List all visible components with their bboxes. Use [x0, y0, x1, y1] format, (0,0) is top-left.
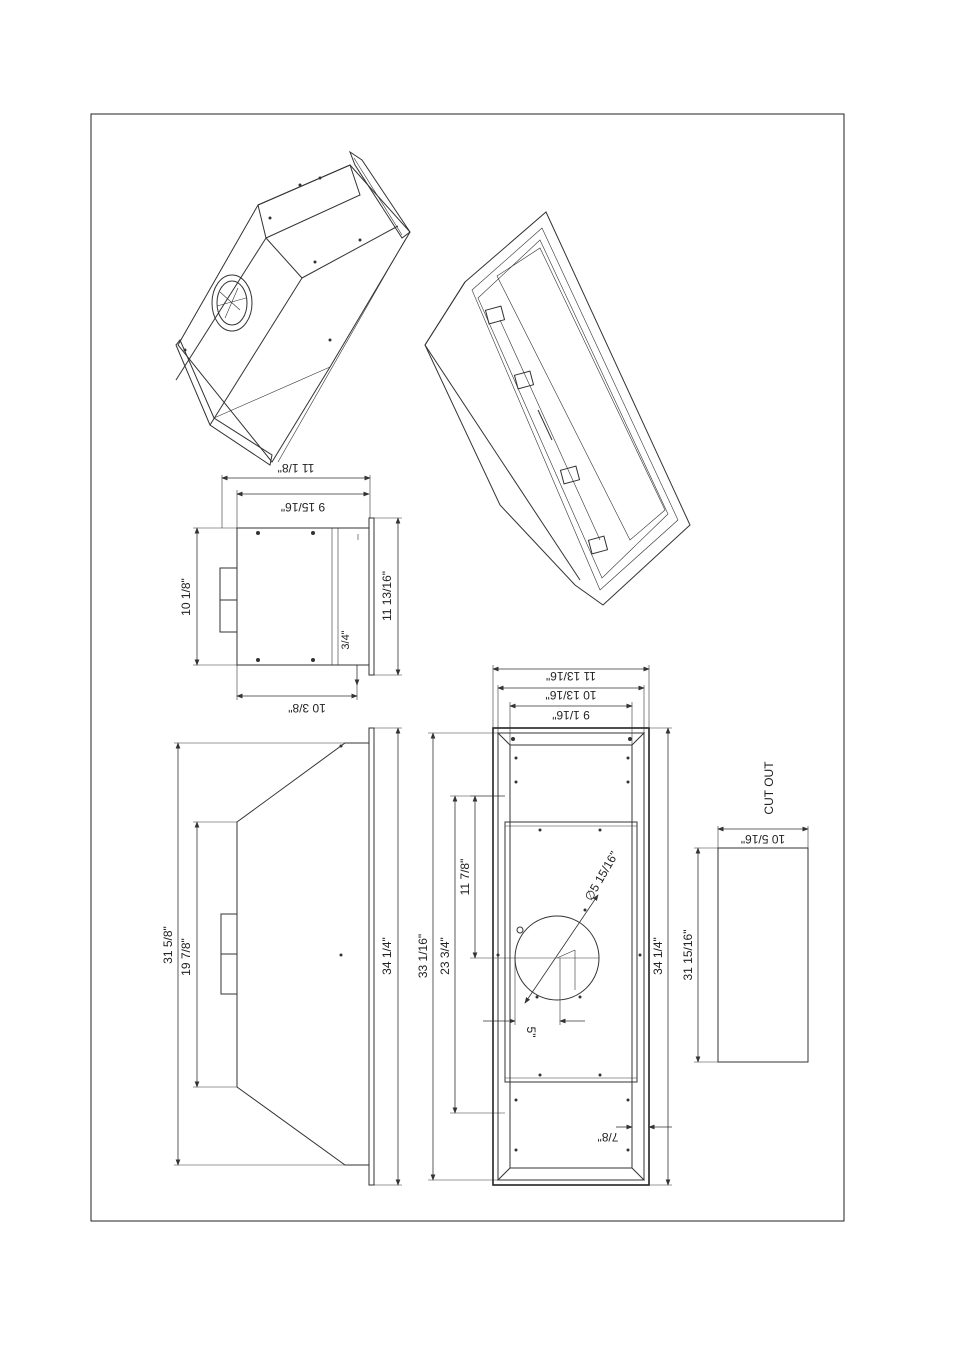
front-view-underside: 11 13/16" 10 13/16" 9 1/16" 33 1/16" 23 …: [416, 665, 672, 1186]
side-view-end: 11 1/8" 9 15/16" 10 1/8" 11 13/16" 3/4" …: [179, 461, 402, 715]
label-cutout-length: 31 15/16": [681, 930, 695, 981]
label-slope-length: 19 7/8": [179, 938, 193, 976]
isometric-view-fan-side: [175, 150, 411, 466]
label-flange-depth: 3/4": [340, 630, 352, 649]
label-front-length-inner: 33 1/16": [416, 934, 430, 978]
label-hood-inner-width: 9 15/16": [281, 500, 325, 514]
label-frame-margin: 7/8": [598, 1130, 619, 1144]
label-total-length-front: 34 1/4": [651, 937, 665, 975]
label-hood-side-height: 11 13/16": [380, 571, 394, 621]
label-duct-diameter: ∅5 15/16": [582, 849, 621, 903]
label-cutout-width: 10 5/16": [741, 832, 785, 846]
label-front-length-mid: 23 3/4": [438, 937, 452, 975]
label-hood-height: 10 1/8": [179, 578, 193, 616]
label-hood-width: 11 1/8": [278, 461, 315, 475]
label-duct-setback: 5": [524, 1027, 538, 1038]
isometric-view-underside: [424, 211, 691, 606]
label-front-width-inner: 9 1/16": [552, 708, 590, 722]
label-duct-offset: 11 7/8": [458, 859, 472, 896]
cutout-template: 10 5/16" CUT OUT 31 15/16": [681, 761, 809, 1063]
label-side-width: 10 3/8": [288, 701, 326, 715]
label-front-width-outer: 11 13/16": [546, 669, 596, 683]
side-view-long: 31 5/8" 19 7/8" 34 1/4": [161, 727, 402, 1186]
label-overall-length: 31 5/8": [161, 926, 175, 964]
label-cutout-title: CUT OUT: [762, 761, 776, 815]
sheet-border: [90, 113, 845, 1222]
label-total-length-side: 34 1/4": [380, 937, 394, 975]
label-front-width-mid: 10 13/16": [546, 688, 597, 702]
